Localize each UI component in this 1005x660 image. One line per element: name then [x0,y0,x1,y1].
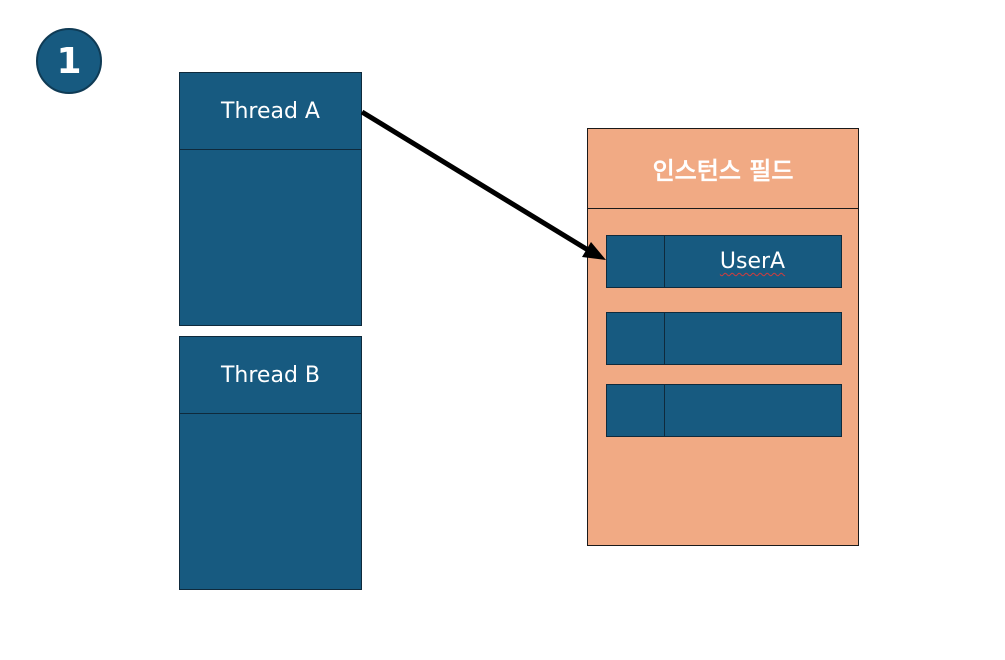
field-slot-1-value-text: UserA [719,249,786,274]
field-slot-2-key [607,313,665,364]
field-slot-1: UserA [606,235,842,288]
field-slot-3 [606,384,842,437]
thread-a-box: Thread A [179,72,362,326]
field-slot-3-key [607,385,665,436]
thread-b-box: Thread B [179,336,362,590]
thread-a-reference-arrow-head [582,242,606,260]
field-slot-2 [606,312,842,365]
thread-a-reference-arrow-line [360,109,590,253]
instance-field-header: 인스턴스 필드 [588,129,858,209]
thread-a-header: Thread A [180,73,361,150]
step-number-badge: 1 [36,28,102,94]
thread-a-label: Thread A [221,98,320,124]
field-slot-1-value: UserA [664,236,841,287]
instance-field-title: 인스턴스 필드 [652,157,794,185]
field-slot-1-key [607,236,665,287]
thread-b-label: Thread B [220,362,320,388]
thread-b-header: Thread B [180,337,361,414]
step-number-label: 1 [56,40,82,82]
instance-field-box: 인스턴스 필드 UserA [587,128,859,546]
